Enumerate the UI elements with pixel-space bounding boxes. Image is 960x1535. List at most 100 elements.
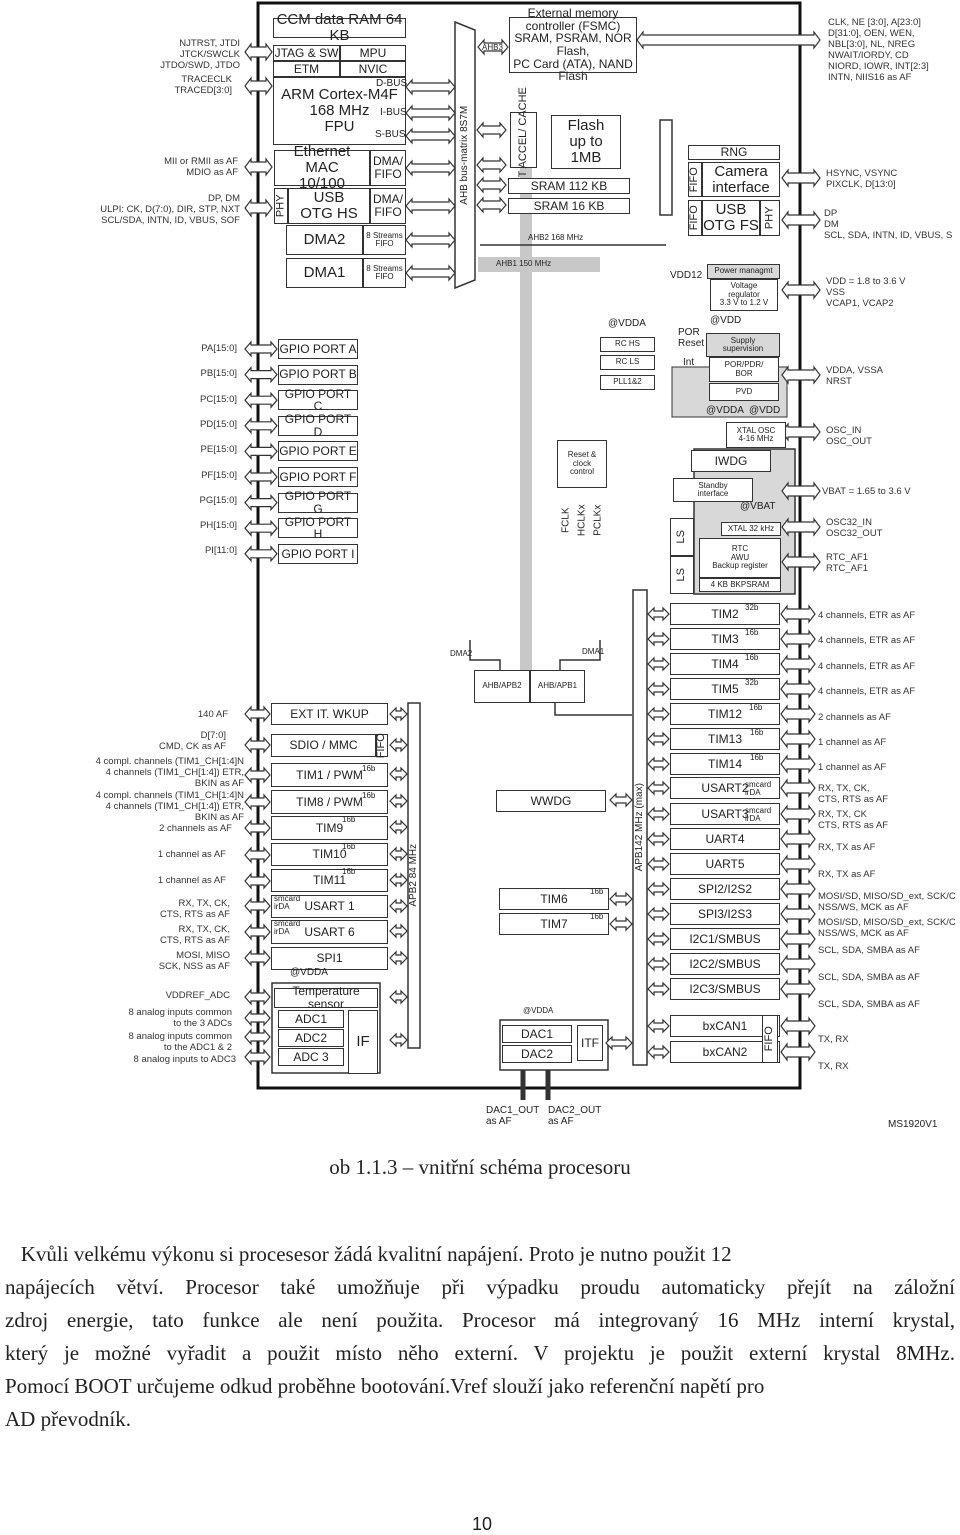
double-arrow	[389, 898, 408, 914]
double-arrow	[476, 121, 507, 139]
diagram-block: GPIO PORT I	[278, 543, 358, 564]
double-arrow	[244, 198, 273, 218]
diagram-block: External memory controller (FSMC) SRAM, …	[509, 7, 637, 82]
double-arrow	[780, 879, 816, 899]
double-arrow	[780, 679, 816, 699]
block-text: FIFO	[375, 732, 388, 759]
double-arrow	[389, 950, 408, 966]
diagram-label: FCLK	[560, 500, 574, 540]
diagram-block: IF	[348, 1010, 378, 1074]
signal-label: 1 channel as AF	[157, 875, 226, 886]
diagram-block: PHY	[274, 188, 288, 224]
block-text: ART ACCEL/ CACHE	[516, 87, 529, 193]
diagram-block: TIM4	[670, 653, 780, 675]
diagram-block: FIFO	[762, 1015, 778, 1063]
block-text: PCLKx	[592, 504, 604, 536]
double-arrow	[647, 831, 670, 847]
block-text: APB2 84 MHz	[407, 844, 419, 907]
double-arrow	[389, 737, 408, 753]
diagram-label: AHB2 168 MHz	[528, 233, 584, 242]
double-arrow	[244, 442, 278, 461]
diagram-label: @VDDA	[523, 1006, 554, 1015]
paragraph-line: Kvůli velkému výkonu si procesesor žádá …	[5, 1242, 732, 1266]
double-arrow	[244, 468, 278, 486]
signal-label: PA[15:0]	[201, 343, 237, 354]
signal-label: RX, TX as AF	[818, 869, 876, 880]
paragraph-line: který je možné vyřadit a použit místo ně…	[5, 1341, 955, 1365]
signal-label: VBAT = 1.65 to 3.6 V	[822, 486, 911, 497]
signal-label: TX, RX	[818, 1061, 849, 1072]
double-arrow	[647, 656, 670, 672]
double-arrow	[476, 156, 507, 174]
diagram-block: GPIO PORT G	[278, 490, 358, 515]
double-arrow	[647, 856, 670, 872]
diagram-block: GPIO PORT H	[278, 515, 358, 540]
double-arrow	[405, 264, 456, 282]
diagram-block: AHB/APB2	[474, 670, 530, 703]
double-arrow	[389, 923, 408, 939]
diagram-block: TIM14	[670, 753, 780, 775]
double-arrow	[780, 704, 816, 724]
diagram-block: EXT IT. WKUP	[271, 703, 388, 725]
diagram-block: FIFO	[688, 162, 702, 197]
double-arrow	[647, 956, 670, 972]
ahb1-bus-bar	[478, 257, 600, 272]
diagram-block: ADC 3	[278, 1048, 344, 1066]
diagram-block: 8 Streams FIFO	[363, 225, 406, 255]
signal-label: RX, TX, CK CTS, RTS as AF	[818, 809, 889, 831]
diagram-block: ART ACCEL/ CACHE	[510, 87, 537, 193]
signal-label: 2 channels as AF	[159, 823, 232, 834]
block-text: APB142 MHz (max)	[633, 783, 645, 872]
double-arrow	[389, 706, 408, 722]
diagram-wiring	[244, 1, 821, 1100]
diagram-block: RTC AWU Backup register	[699, 538, 781, 578]
diagram-block: SRAM 112 KB	[508, 178, 630, 194]
signal-label: 4 channels, ETR as AF	[818, 635, 916, 646]
double-arrow	[244, 76, 273, 96]
signal-label: 2 channels as AF	[818, 712, 891, 723]
diagram-block: TIM11	[271, 869, 388, 892]
diagram-block: TIM7	[499, 913, 609, 935]
diagram-block: TIM8 / PWM	[271, 790, 388, 814]
diagram-label: 32b	[745, 603, 759, 612]
ahb-bus-matrix	[454, 20, 476, 290]
diagram-block: FIFO	[375, 732, 388, 759]
double-arrow	[244, 846, 271, 864]
signal-label: SCL, SDA, SMBA as AF	[818, 972, 920, 983]
signal-label: HSYNC, VSYNC PIXCLK, D[13:0]	[826, 168, 898, 190]
double-arrow	[609, 792, 633, 808]
diagram-label: 16b	[750, 753, 764, 762]
double-arrow	[244, 519, 278, 537]
double-arrow	[244, 42, 273, 62]
double-arrow	[647, 981, 670, 997]
diagram-label: Int	[683, 357, 695, 368]
diagram-label: @VDD	[710, 315, 742, 326]
signal-label: PI[11:0]	[204, 545, 237, 557]
diagram-label: APB142 MHz (max)	[633, 590, 647, 1065]
signal-label: MOSI, MISO SCK, NSS as AF	[158, 950, 230, 972]
double-arrow	[781, 517, 821, 537]
diagram-label: AHB bus-matrix 8S7M	[455, 22, 475, 288]
diagram-block: 4 KB BKPSRAM	[699, 578, 781, 592]
diagram-block: CCM data RAM 64 KB	[273, 12, 406, 43]
diagram-block: SPI1	[271, 947, 388, 970]
signal-label: RX, TX as AF	[818, 842, 876, 853]
double-arrow	[781, 552, 821, 572]
double-arrow	[389, 846, 408, 862]
diagram-block: IWDG	[691, 450, 771, 472]
double-arrow	[780, 729, 816, 749]
double-arrow	[647, 731, 670, 747]
diagram-label: AHB3	[482, 43, 503, 52]
double-arrow	[780, 778, 816, 798]
double-arrow	[780, 654, 816, 674]
diagram-label: @VDDA @VDD	[706, 405, 781, 416]
signal-label: VDD = 1.8 to 3.6 V VSS VCAP1, VCAP2	[826, 276, 906, 309]
paragraph-line: zdroj energie, tato funkce ale není použ…	[5, 1308, 955, 1332]
diagram-block: GPIO PORT D	[278, 413, 358, 438]
signal-label: VDDREF_ADC	[165, 990, 230, 1001]
double-arrow	[780, 854, 816, 874]
double-arrow	[609, 891, 633, 907]
double-arrow	[647, 606, 670, 622]
double-arrow	[780, 904, 816, 924]
signal-label: 4 channels, ETR as AF	[818, 661, 916, 672]
